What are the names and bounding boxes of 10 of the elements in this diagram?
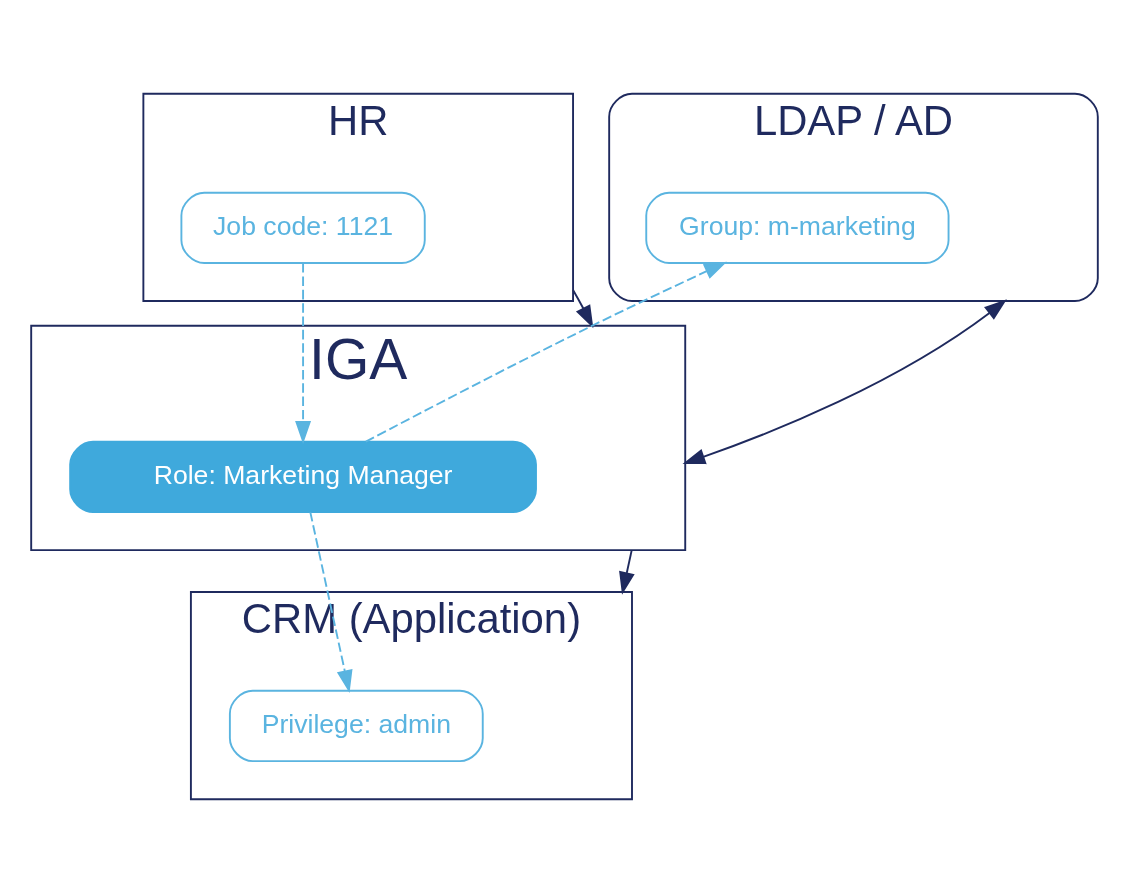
arrow bbox=[572, 288, 594, 328]
node-box: Group: m-marketing bbox=[645, 191, 950, 264]
node-box: Job code: 1121 bbox=[180, 191, 426, 264]
node-box: Privilege: admin bbox=[228, 689, 484, 762]
node-box: Role: Marketing Manager bbox=[69, 440, 537, 513]
arrow bbox=[364, 261, 727, 443]
arrow bbox=[619, 548, 635, 595]
arrow bbox=[682, 298, 1007, 464]
arrow bbox=[309, 510, 353, 693]
arrow bbox=[295, 261, 312, 444]
